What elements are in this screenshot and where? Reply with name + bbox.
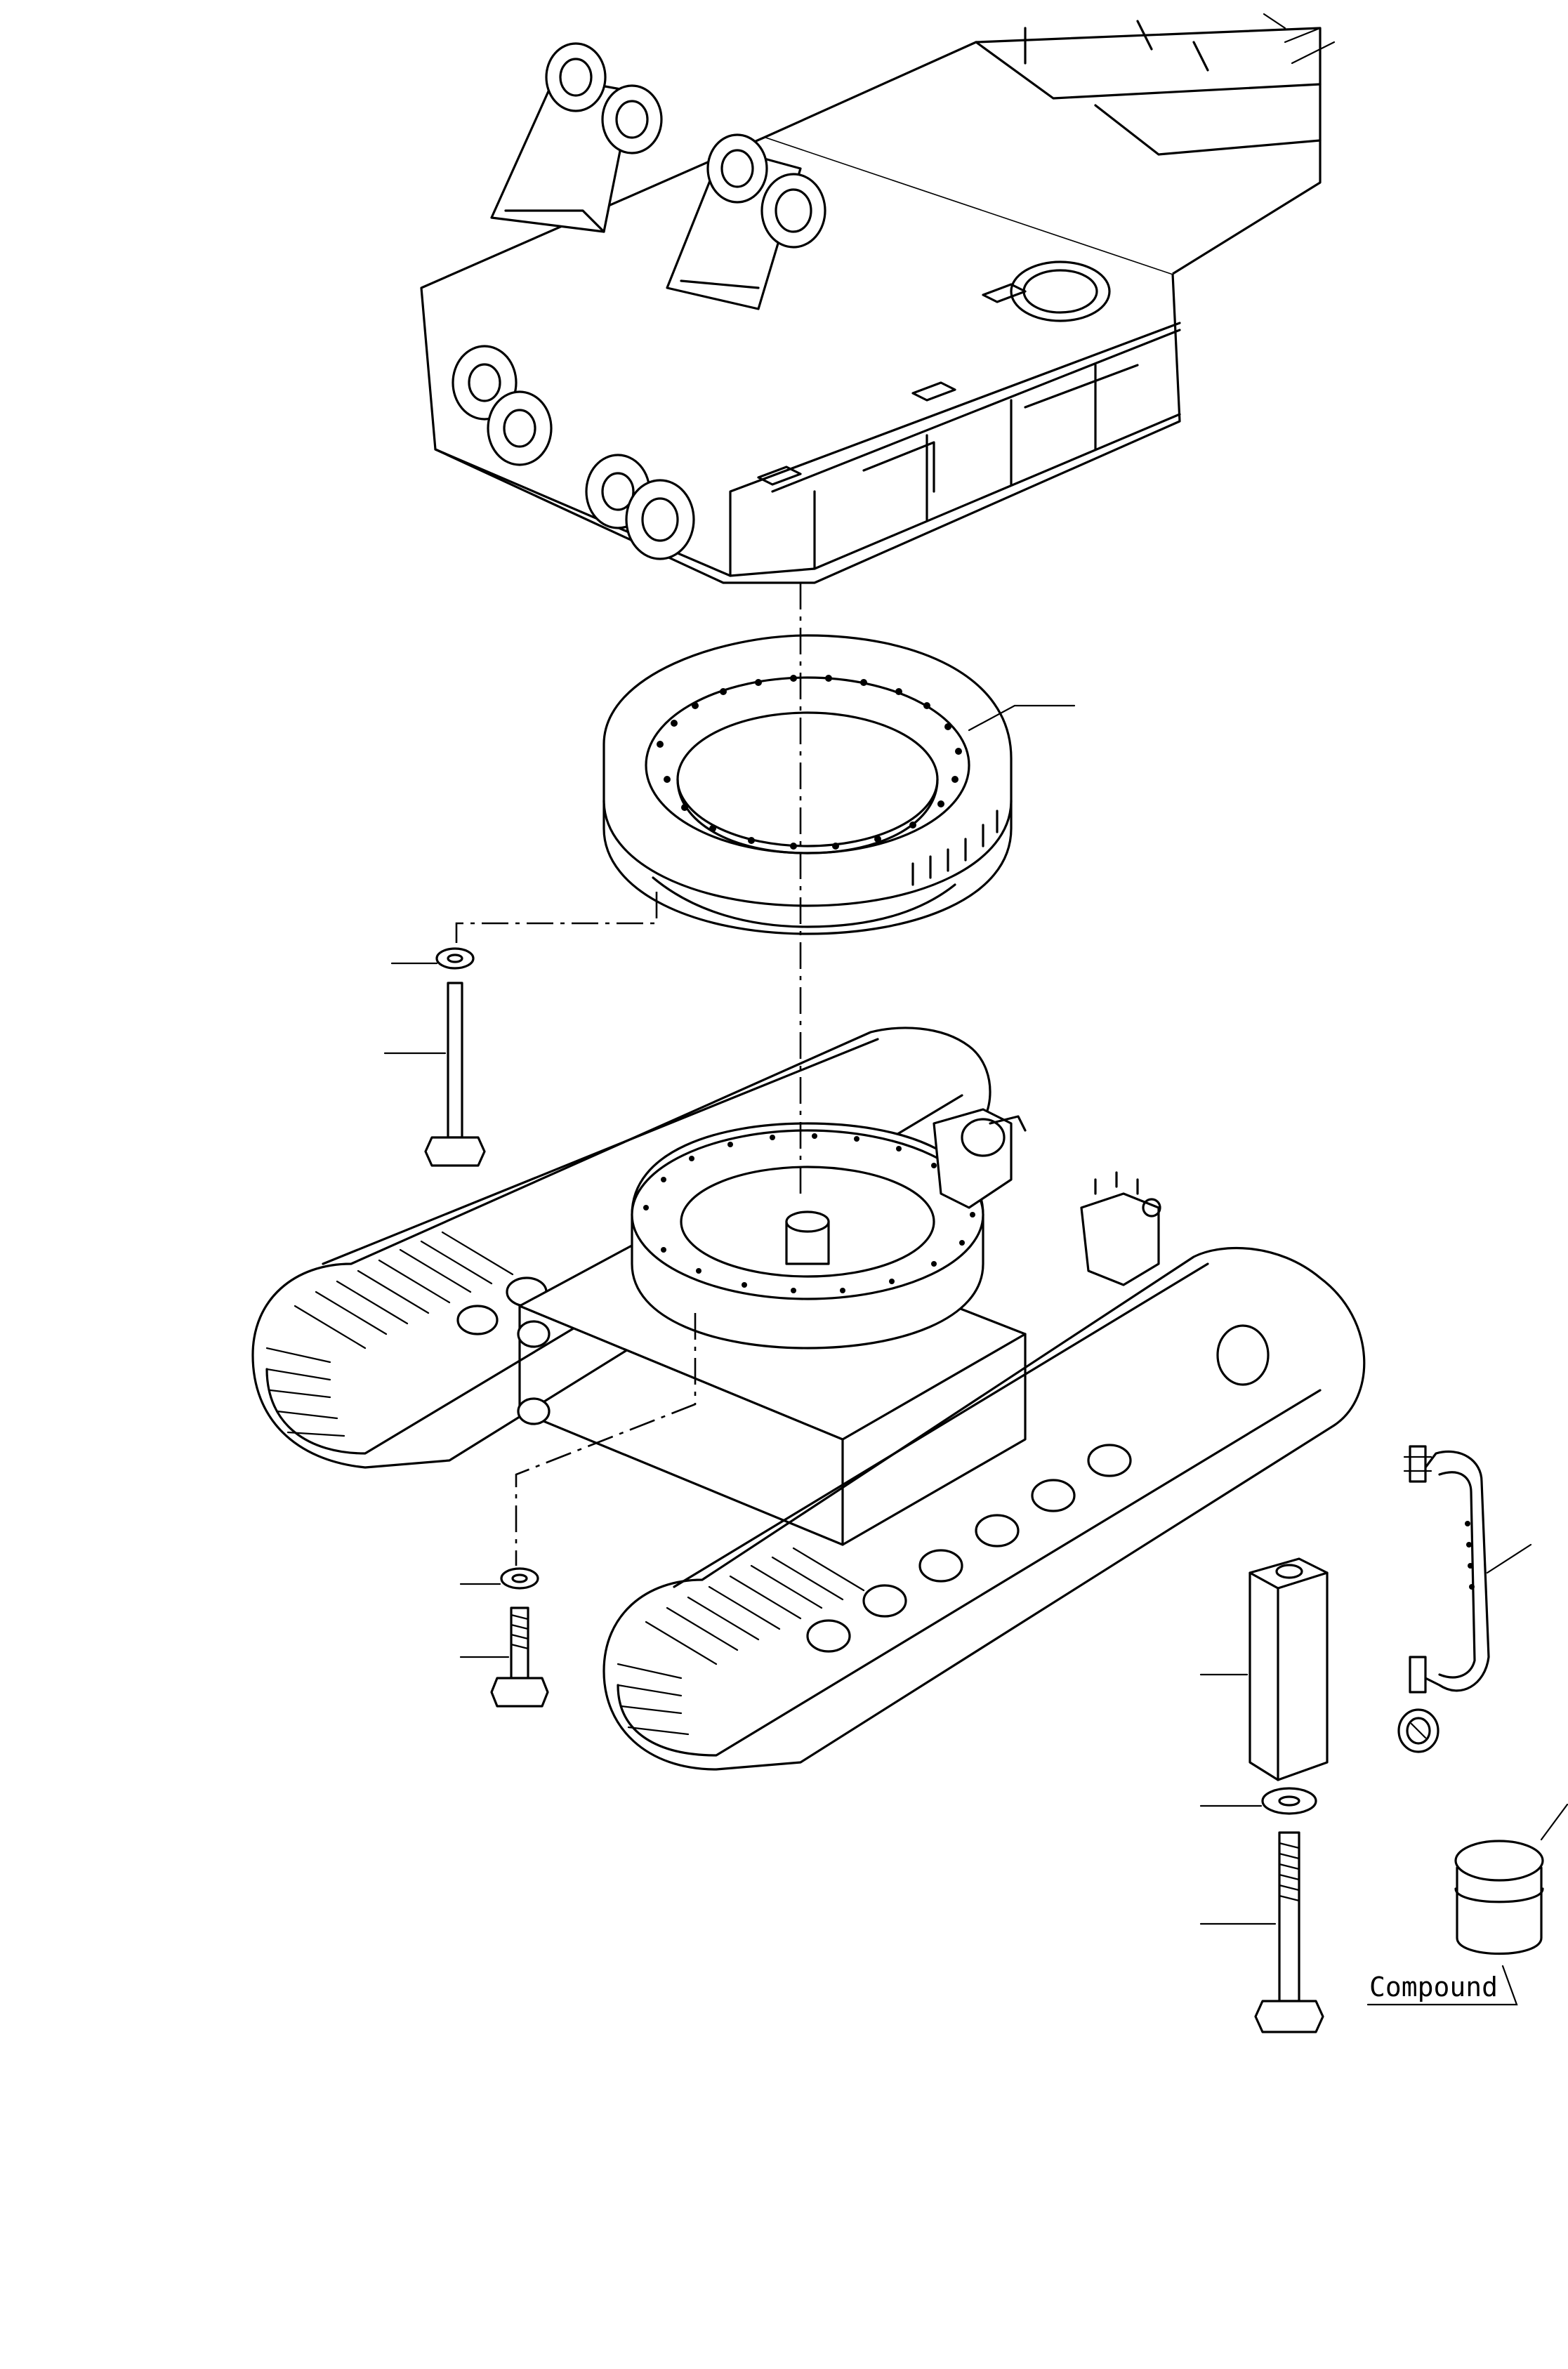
washer-upper — [435, 947, 475, 970]
washer-lower — [500, 1567, 539, 1590]
bolt-upper-head — [424, 1136, 486, 1167]
compound-container: Compound — [1366, 1803, 1568, 2006]
revolving-frame — [420, 13, 1336, 584]
bolt-lower-head — [490, 1677, 549, 1708]
assembly-center-lines — [455, 583, 802, 1566]
right-track-pads — [617, 1547, 865, 1736]
boom-pin-bosses — [452, 42, 826, 560]
swing-circle-bolt-holes — [657, 675, 962, 850]
lower-bolt-set — [459, 1567, 549, 1708]
bolt-upper-shank — [447, 982, 463, 1139]
left-track-pads — [265, 1231, 514, 1437]
idler-wheel — [1216, 1324, 1270, 1386]
compound-label: Compound — [1369, 1972, 1498, 2002]
dial-gauge-tool — [1397, 1445, 1532, 1753]
swing-circle — [602, 634, 1013, 935]
spacer-washer — [1199, 1787, 1317, 1815]
long-bolt — [1199, 1831, 1324, 2033]
callout-leaders — [968, 704, 1076, 732]
spacer-block — [1199, 1557, 1329, 1781]
upper-bolt-set — [383, 947, 486, 1167]
undercarriage — [251, 1027, 1366, 1771]
